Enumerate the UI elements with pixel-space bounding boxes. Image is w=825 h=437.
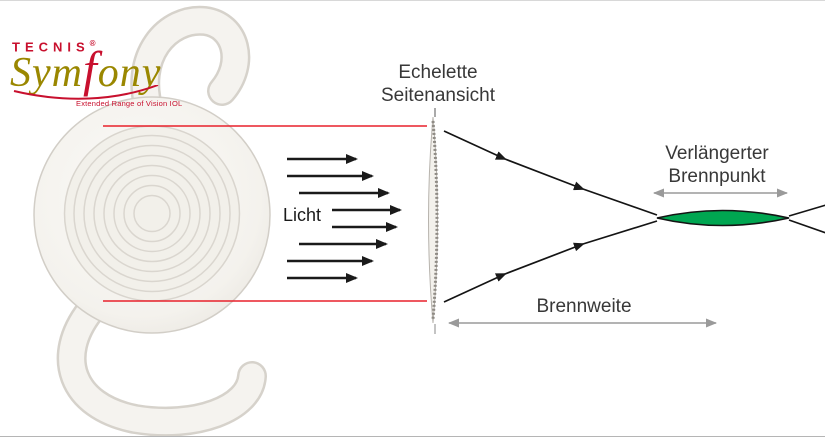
extended-focus-label: Verlängerter Brennpunkt — [627, 142, 807, 188]
product-prefix: Sym — [10, 50, 83, 96]
dimension-arrows — [448, 188, 788, 328]
iol-lens-front-view — [33, 96, 271, 334]
logo-tagline: Extended Range of Vision IOL — [76, 99, 183, 108]
product-name: Symfony — [10, 45, 161, 96]
optic-zone-guide-lines — [103, 125, 427, 302]
brand-name: TECNIS® — [12, 39, 96, 54]
extended-focus-spindle — [656, 209, 790, 227]
echelette-label: Echelette Seitenansicht — [338, 61, 538, 107]
product-accent-letter: f — [82, 42, 98, 97]
iol-echelette-rings — [73, 134, 231, 293]
brand-text: TECNIS — [12, 39, 90, 55]
extended-focus-label-line2: Brennpunkt — [668, 166, 766, 187]
iol-haptic-arms — [56, 5, 267, 436]
light-label: Licht — [283, 205, 322, 225]
registered-mark: ® — [89, 39, 96, 48]
echelette-label-line2: Seitenansicht — [380, 85, 496, 106]
logo-underline-swoosh — [13, 85, 159, 100]
exit-light-beams — [788, 204, 825, 234]
light-arrows — [287, 154, 402, 283]
echelette-side-view — [428, 108, 439, 334]
tecnis-symfony-logo: TECNIS® Symfony Extended Range of Vision… — [10, 29, 235, 115]
focal-length-label: Brennweite — [536, 296, 632, 317]
echelette-serrations — [431, 120, 439, 320]
converging-light-beams — [443, 130, 658, 303]
extended-focus-label-line1: Verlängerter — [665, 143, 769, 164]
echelette-label-line1: Echelette — [398, 62, 478, 83]
